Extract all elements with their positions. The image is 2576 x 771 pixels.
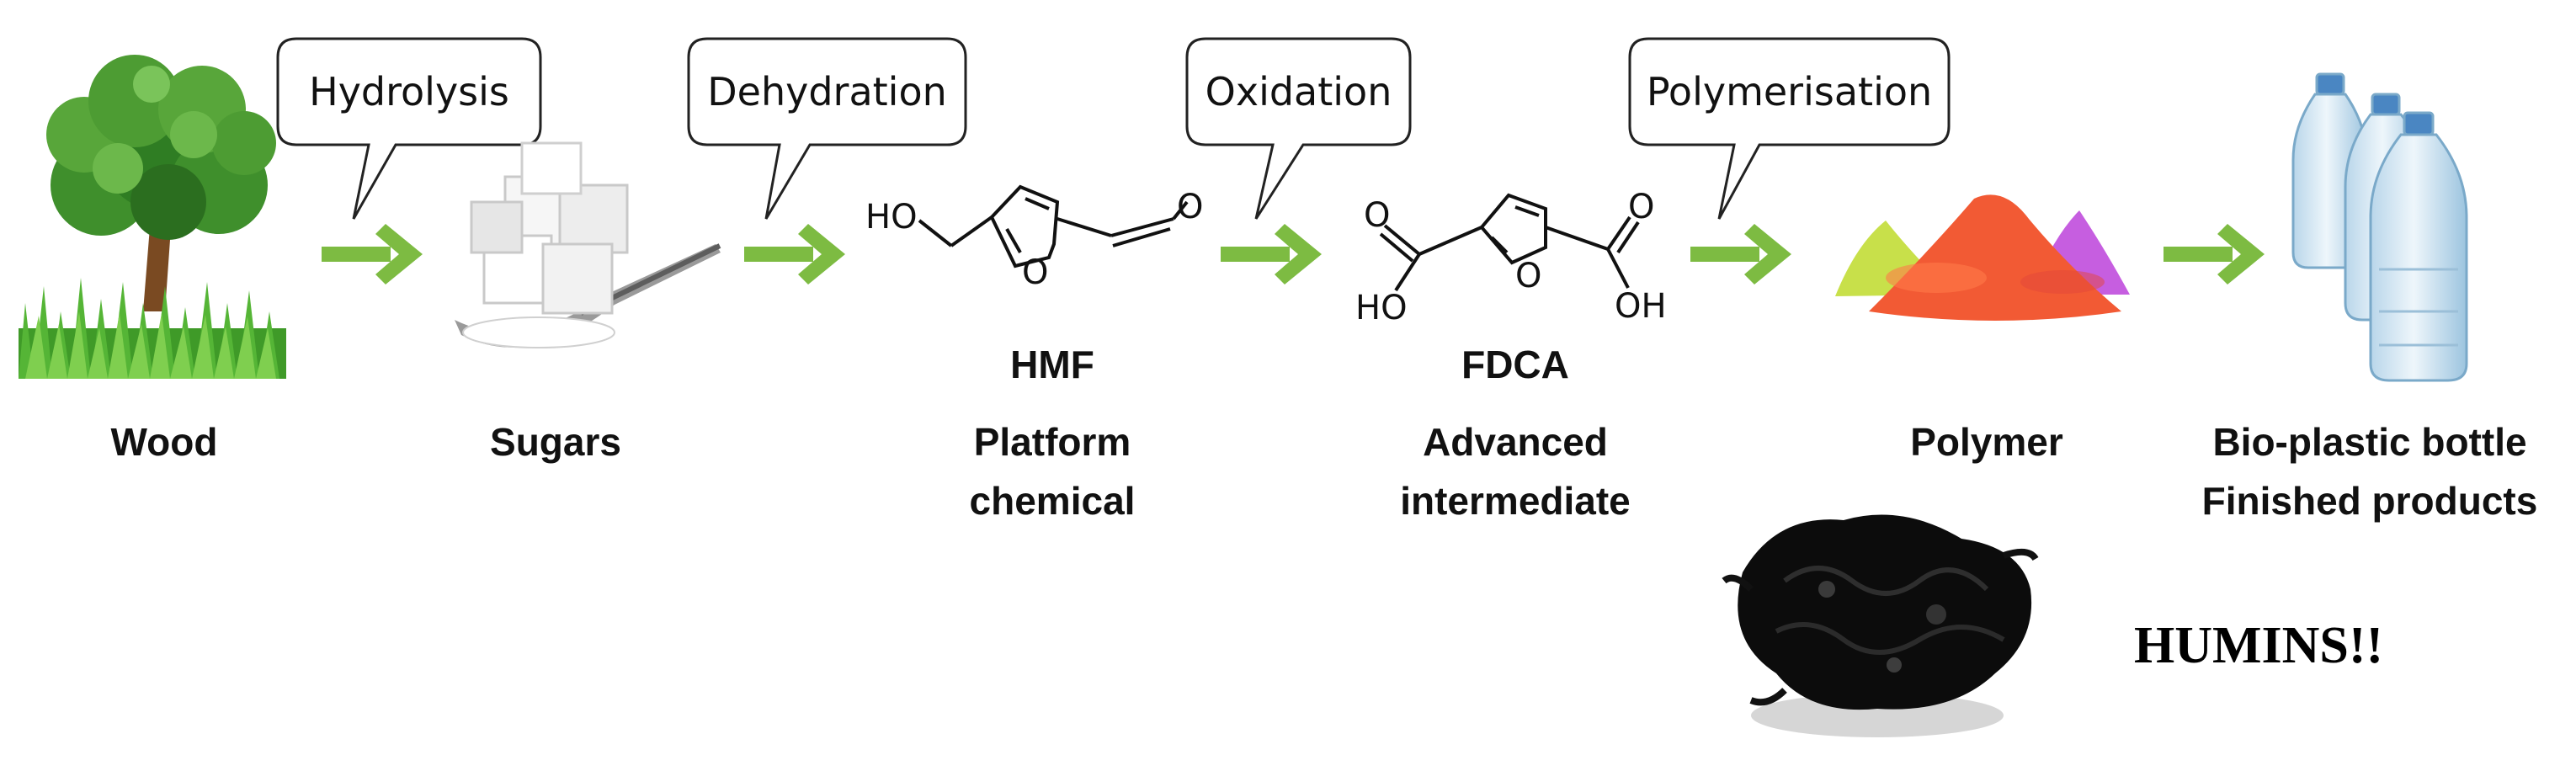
stage-bottle-line2: Finished products	[2201, 479, 2538, 523]
humins-image	[1722, 514, 2039, 737]
stage-fdca-line1: Advanced	[1423, 420, 1608, 464]
bubble-polymerisation	[1628, 37, 1951, 220]
stage-hmf-line2: chemical	[969, 479, 1136, 523]
sugar-cubes-icon	[455, 141, 721, 348]
hmf-hydroxyl-label: HO	[865, 198, 918, 237]
fdca-structure	[1379, 193, 1640, 292]
humins-label: HUMINS!!	[2134, 617, 2384, 674]
stage-sugars-label: Sugars	[490, 420, 621, 464]
stage-fdca-line2: intermediate	[1400, 479, 1631, 523]
fdca-ring-oxygen-label: O	[1515, 257, 1542, 295]
hmf-ring-oxygen-label: O	[1022, 253, 1049, 292]
hmf-carbonyl-oxygen-label: O	[1177, 188, 1204, 226]
stage-polymer-label: Polymer	[1910, 420, 2063, 464]
bubble-hydrolysis	[276, 37, 542, 220]
stage-hmf-name: HMF	[1010, 343, 1094, 386]
bubble-oxidation	[1185, 37, 1412, 220]
stage-hmf-line1: Platform	[973, 420, 1131, 464]
hmf-structure	[918, 184, 1189, 269]
step-polymerisation-label: Polymerisation	[1646, 69, 1933, 114]
bottles-icon	[2291, 72, 2468, 382]
arrow-wood-to-sugars	[322, 224, 423, 284]
arrow-fdca-to-polymer	[1690, 224, 1791, 284]
stage-bottle-line1: Bio-plastic bottle	[2212, 420, 2527, 464]
tree-icon	[19, 55, 286, 379]
arrow-polymer-to-bottle	[2164, 224, 2265, 284]
fdca-left-carbonyl-label: O	[1364, 196, 1391, 235]
arrow-hmf-to-fdca	[1221, 224, 1322, 284]
arrow-sugars-to-hmf	[744, 224, 845, 284]
fdca-left-hydroxyl-label: HO	[1355, 289, 1408, 327]
step-dehydration-label: Dehydration	[707, 69, 947, 114]
polymer-powder-icon	[1835, 194, 2130, 321]
fdca-right-hydroxyl-label: OH	[1615, 287, 1667, 326]
fdca-right-carbonyl-label: O	[1628, 188, 1655, 226]
step-oxidation-label: Oxidation	[1205, 69, 1392, 114]
step-hydrolysis-label: Hydrolysis	[309, 69, 509, 114]
stage-fdca-name: FDCA	[1461, 343, 1569, 386]
stage-wood-label: Wood	[110, 420, 218, 464]
bubble-dehydration	[687, 37, 967, 220]
